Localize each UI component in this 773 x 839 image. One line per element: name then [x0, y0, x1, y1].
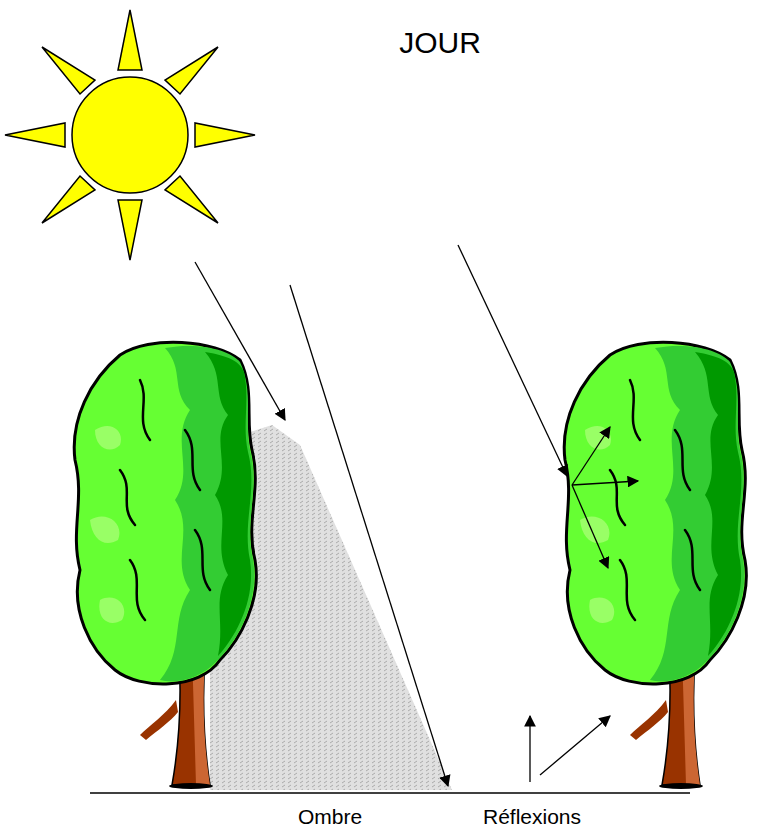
caption-label: Ombre [298, 805, 362, 829]
reflection-arrows [530, 427, 638, 782]
ground-line [90, 792, 690, 794]
sun [5, 10, 255, 260]
caption-label: Réflexions [483, 805, 581, 829]
light-rays [195, 245, 567, 786]
tree-right [564, 342, 746, 789]
diagram-title: JOUR [399, 26, 481, 61]
tree-left [74, 342, 256, 789]
